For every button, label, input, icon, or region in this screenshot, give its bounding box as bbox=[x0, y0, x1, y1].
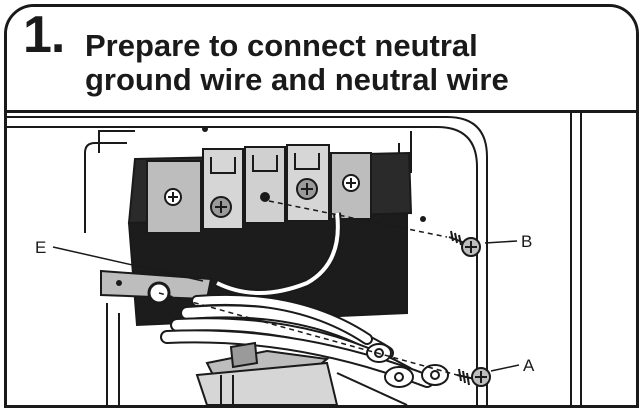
terminal-screws bbox=[164, 174, 360, 218]
callout-a: A bbox=[523, 356, 535, 375]
step-number: 1. bbox=[23, 6, 65, 64]
ring-terminals bbox=[366, 343, 449, 388]
screw-b bbox=[448, 230, 481, 257]
step-title-line-2: ground wire and neutral wire bbox=[85, 62, 509, 97]
strain-relief-clamp bbox=[195, 341, 408, 405]
instruction-panel: 1. Prepare to connect neutral ground wir… bbox=[4, 4, 639, 408]
callout-leaders bbox=[52, 240, 520, 372]
assembly-guide-lines bbox=[158, 200, 458, 376]
wiring-illustration: B A E bbox=[7, 113, 582, 405]
callout-b: B bbox=[521, 232, 532, 251]
back-panel-outline bbox=[7, 113, 582, 405]
step-title: Prepare to connect neutral ground wire a… bbox=[85, 29, 509, 97]
step-header: 1. Prepare to connect neutral ground wir… bbox=[7, 7, 636, 113]
screw-a bbox=[456, 367, 491, 387]
callout-e: E bbox=[35, 238, 46, 257]
step-title-line-1: Prepare to connect neutral bbox=[85, 28, 478, 63]
